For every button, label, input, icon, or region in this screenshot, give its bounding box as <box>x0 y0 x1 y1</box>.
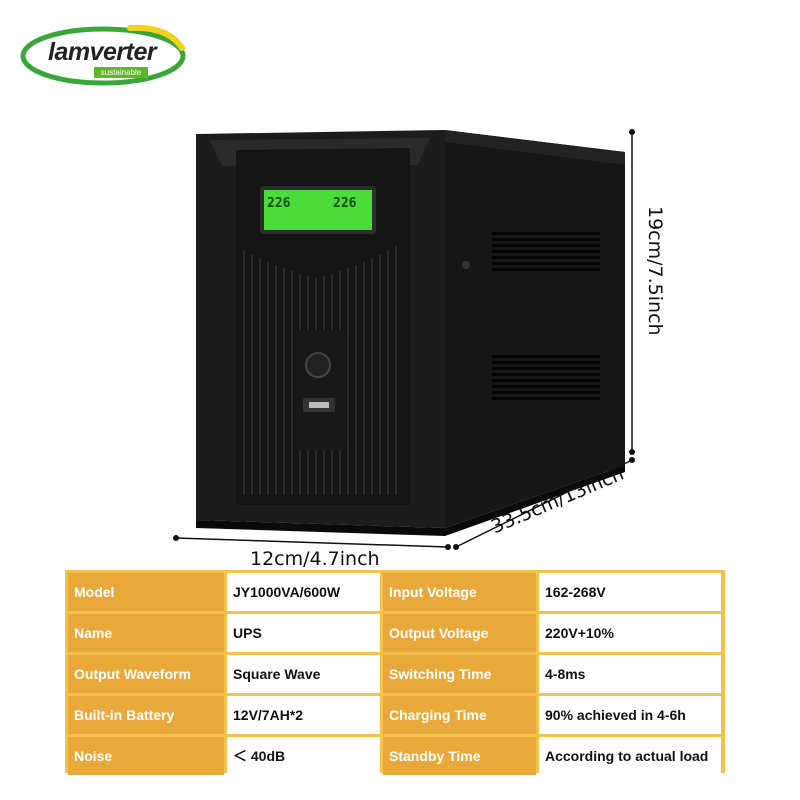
spec-label-input-voltage: Input Voltage <box>383 573 536 611</box>
spec-label-standby-time: Standby Time <box>383 737 536 775</box>
spec-label-built-in-battery: Built-in Battery <box>68 696 224 734</box>
ups-device-illustration <box>173 129 635 550</box>
spec-label-output-voltage: Output Voltage <box>383 614 536 652</box>
logo-ring-icon <box>20 24 186 86</box>
spec-value-output-voltage: 220V+10% <box>539 614 721 652</box>
spec-value-model: JY1000VA/600W <box>227 573 380 611</box>
spec-value-built-in-battery: 12V/7AH*2 <box>227 696 380 734</box>
spec-value-input-voltage: 162-268V <box>539 573 721 611</box>
logo-brand-name: lamverter <box>48 38 157 66</box>
brand-logo: lamverter sustainable <box>18 22 188 88</box>
spec-value-noise: ＜ 40dB <box>227 737 380 775</box>
spec-label-charging-time: Charging Time <box>383 696 536 734</box>
specifications-table: Model JY1000VA/600W Input Voltage 162-26… <box>65 570 725 775</box>
spec-value-charging-time: 90% achieved in 4-6h <box>539 696 721 734</box>
width-dimension-label: 12cm/4.7inch <box>250 548 380 570</box>
spec-value-name: UPS <box>227 614 380 652</box>
height-dimension-label: 19cm/7.5inch <box>644 206 666 336</box>
lcd-left-reading: 226 <box>267 196 291 211</box>
spec-value-standby-time: According to actual load <box>539 737 721 775</box>
lcd-right-reading: 226 <box>333 196 357 211</box>
spec-label-switching-time: Switching Time <box>383 655 536 693</box>
spec-label-model: Model <box>68 573 224 611</box>
spec-label-name: Name <box>68 614 224 652</box>
spec-value-switching-time: 4-8ms <box>539 655 721 693</box>
logo-tagline: sustainable <box>94 67 148 78</box>
spec-label-output-waveform: Output Waveform <box>68 655 224 693</box>
ups-product-image: 226 226 12cm/4.7inch 33.5cm/13inch 19cm/… <box>173 129 666 570</box>
spec-label-noise: Noise <box>68 737 224 775</box>
spec-value-output-waveform: Square Wave <box>227 655 380 693</box>
